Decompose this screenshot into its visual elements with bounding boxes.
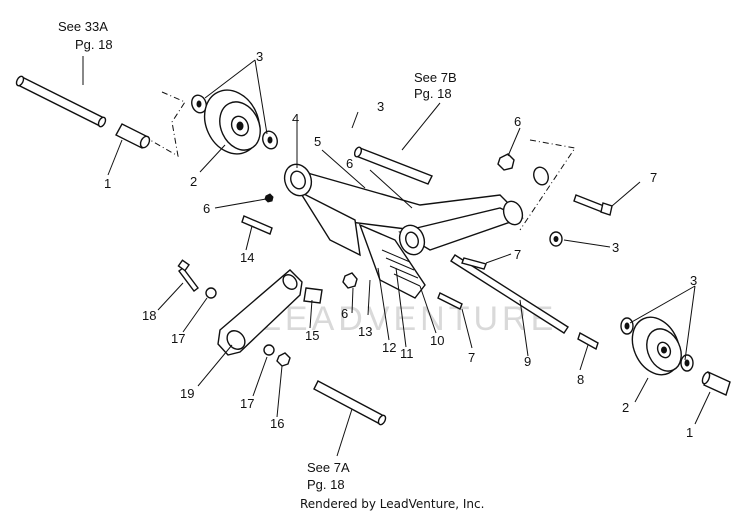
tube-upper	[353, 146, 433, 185]
callout-6-center: 6	[346, 156, 353, 171]
bushing-link	[303, 287, 323, 304]
callout-1-right: 1	[686, 425, 693, 440]
callout-11: 11	[400, 346, 414, 361]
washer-link-lower	[263, 344, 275, 356]
callout-3-mid-right: 3	[612, 240, 619, 255]
callout-12: 12	[382, 340, 396, 355]
callout-7-mid: 7	[514, 247, 521, 262]
swing-arm-frame	[283, 163, 524, 257]
leader-lines	[82, 56, 711, 457]
washer-mid-right	[549, 231, 563, 247]
callout-19: 19	[180, 386, 194, 401]
callout-6-upper-right: 6	[514, 114, 521, 129]
washer-upper-right	[262, 130, 278, 150]
ref-see-7b-page: Pg. 18	[414, 86, 452, 101]
link-arm	[217, 269, 303, 356]
shaft-lower	[313, 380, 387, 426]
washer-right-lower	[620, 317, 634, 335]
callout-6-left: 6	[203, 201, 210, 216]
callout-10: 10	[430, 333, 444, 348]
callout-17-lower: 17	[240, 396, 254, 411]
ref-see-7b: See 7B	[414, 70, 457, 85]
bolt-upper-right	[573, 194, 613, 216]
assembly-line-left	[149, 91, 186, 157]
callout-4: 4	[292, 111, 299, 126]
shock-spring	[358, 223, 426, 299]
callout-14: 14	[240, 250, 254, 265]
bolt-lower-mid	[437, 292, 463, 310]
bolt-left-center	[241, 215, 273, 235]
callout-2-left: 2	[190, 174, 197, 189]
callout-3-upper-wheel: 3	[256, 49, 263, 64]
bushing-left	[115, 123, 151, 149]
bolt-mid	[461, 257, 487, 270]
callout-17-left: 17	[171, 331, 185, 346]
washer-link-left	[205, 287, 217, 299]
ref-see-33a-page: Pg. 18	[75, 37, 113, 52]
callout-6-lower: 6	[341, 306, 348, 321]
assembly-line-right-upper	[519, 139, 576, 231]
nut-upper-right	[497, 153, 515, 171]
bolt-lower-right	[577, 331, 599, 351]
callout-1-left: 1	[104, 176, 111, 191]
callout-3-lower-right: 3	[690, 273, 697, 288]
ref-see-33a: See 33A	[58, 19, 108, 34]
callout-7-lower: 7	[468, 350, 475, 365]
callout-9: 9	[524, 354, 531, 369]
nut-center-lower	[342, 272, 358, 289]
small-nut-center	[264, 193, 274, 203]
callout-16: 16	[270, 416, 284, 431]
callout-5: 5	[314, 134, 321, 149]
spacer-upper-right	[533, 166, 549, 186]
washer-upper-left	[191, 94, 207, 114]
callout-8: 8	[577, 372, 584, 387]
nut-link	[276, 352, 291, 367]
callout-7-upper-right: 7	[650, 170, 657, 185]
callout-13: 13	[358, 324, 372, 339]
bolt-link	[177, 259, 199, 292]
callout-18: 18	[142, 308, 156, 323]
callout-15: 15	[305, 328, 319, 343]
callout-2-right: 2	[622, 400, 629, 415]
shaft-left	[15, 75, 107, 128]
bushing-right	[701, 371, 731, 396]
washer-right-outer	[680, 354, 694, 372]
callout-3-upper-center: 3	[377, 99, 384, 114]
long-rod	[450, 254, 569, 334]
idler-wheel-lower	[631, 316, 682, 376]
ref-see-7a-page: Pg. 18	[307, 477, 345, 492]
footer-credit: Rendered by LeadVenture, Inc.	[300, 497, 484, 511]
ref-see-7a: See 7A	[307, 460, 350, 475]
idler-wheel-upper	[203, 89, 261, 155]
